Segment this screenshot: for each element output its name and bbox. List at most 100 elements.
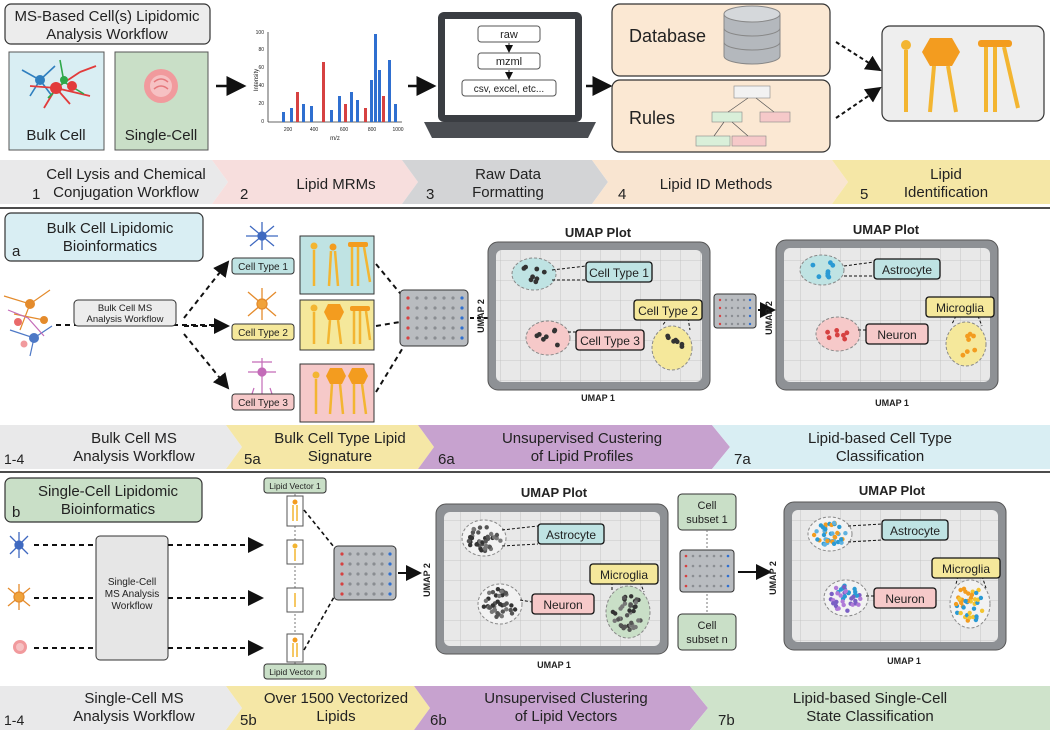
cluster-dot bbox=[842, 594, 847, 599]
spectrum-peak bbox=[322, 62, 325, 122]
step-6b-label: Unsupervised Clustering bbox=[484, 690, 647, 707]
cluster-label-cell-type-2: Cell Type 2 bbox=[638, 304, 698, 318]
rules-to-lipid-arrow bbox=[835, 86, 882, 119]
cluster-dot bbox=[845, 608, 850, 613]
cluster-dot bbox=[534, 266, 540, 272]
cluster-dot bbox=[958, 587, 963, 593]
matrix-dot bbox=[684, 564, 688, 568]
spectrum-peak bbox=[296, 92, 299, 122]
cluster-dot bbox=[958, 610, 963, 616]
svg-text:100: 100 bbox=[256, 30, 265, 36]
matrix-dot bbox=[748, 306, 752, 310]
matrix-dot bbox=[364, 592, 368, 596]
umap-ylabel-b1: UMAP 2 bbox=[422, 563, 432, 597]
cluster-dot bbox=[633, 624, 638, 630]
cluster-dot bbox=[973, 617, 979, 623]
lipid-matrix-icon bbox=[333, 545, 397, 601]
matrix-dot bbox=[451, 316, 455, 320]
cluster-dot bbox=[508, 607, 513, 613]
matrix-dot bbox=[442, 336, 446, 340]
step-5b-number: 5b bbox=[240, 712, 257, 729]
bulk-cell-label: Bulk Cell bbox=[26, 127, 85, 144]
spectrum-peak bbox=[344, 104, 347, 122]
matrix-dot bbox=[388, 572, 392, 576]
lipid-icon bbox=[312, 368, 368, 415]
matrix-dot bbox=[348, 582, 352, 586]
matrix-dot bbox=[718, 314, 722, 318]
branch-arrow-1 bbox=[183, 260, 230, 319]
result-label-astrocyte: Astrocyte bbox=[882, 263, 932, 277]
cluster-dot bbox=[489, 609, 495, 614]
astrocyte-icon bbox=[9, 532, 29, 558]
cluster-dot bbox=[624, 613, 630, 618]
cell-subsets: Cell subset 1 Cell subset n bbox=[677, 493, 737, 651]
subset-n-label: Cell bbox=[698, 620, 717, 632]
vector-merge-2 bbox=[303, 589, 339, 651]
cluster-dot bbox=[843, 588, 848, 594]
matrix-dot bbox=[340, 552, 344, 556]
cluster-dot bbox=[816, 274, 822, 280]
cluster-dot bbox=[470, 530, 476, 535]
step-2-label: Lipid MRMs bbox=[296, 176, 375, 193]
svg-text:Signature: Signature bbox=[308, 448, 372, 465]
matrix-dot bbox=[415, 296, 419, 300]
matrix-dot bbox=[364, 582, 368, 586]
svg-text:Analysis Workflow: Analysis Workflow bbox=[73, 448, 195, 465]
cluster-dot bbox=[830, 262, 836, 268]
single-cell-section: Single-Cell Lipidomic Bioinformatics b S… bbox=[4, 477, 1007, 680]
svg-text:Analysis Workflow: Analysis Workflow bbox=[73, 708, 195, 725]
matrix-dot bbox=[348, 592, 352, 596]
step-5a-label: Bulk Cell Type Lipid bbox=[274, 430, 405, 447]
matrix-dot bbox=[442, 316, 446, 320]
bulk-section: Bulk Cell Lipidomic Bioinformatics a Bul… bbox=[3, 212, 999, 423]
svg-text:200: 200 bbox=[284, 127, 293, 133]
umap-ylabel-b2: UMAP 2 bbox=[768, 561, 778, 595]
cluster-dot bbox=[818, 523, 824, 528]
matrix-dot bbox=[380, 562, 384, 566]
umap-plot-b1: Astrocyte Neuron Microglia bbox=[435, 503, 669, 655]
matrix-dot bbox=[451, 336, 455, 340]
cluster-dot bbox=[815, 537, 820, 542]
bulk-cell-panel: Bulk Cell bbox=[8, 51, 105, 151]
cluster-dot bbox=[833, 585, 839, 591]
matrix-dot bbox=[684, 554, 688, 558]
single-cell-icon bbox=[13, 640, 27, 654]
spectrum-peak bbox=[350, 92, 353, 122]
matrix-dot bbox=[380, 592, 384, 596]
umap-xlabel-a1: UMAP 1 bbox=[581, 393, 615, 403]
matrix-dot bbox=[372, 592, 376, 596]
matrix-dot bbox=[406, 336, 410, 340]
cluster-dot bbox=[468, 542, 473, 548]
matrix-dot bbox=[742, 306, 746, 310]
cluster-dot bbox=[825, 538, 830, 544]
matrix-dot bbox=[424, 336, 428, 340]
matrix-dot bbox=[406, 326, 410, 330]
cluster-dot bbox=[831, 520, 837, 526]
cluster-dot bbox=[832, 535, 838, 540]
cluster-dot bbox=[466, 538, 472, 544]
svg-text:20: 20 bbox=[258, 101, 264, 107]
svg-text:Bioinformatics: Bioinformatics bbox=[61, 501, 155, 518]
single-cell-label: Single-Cell bbox=[125, 127, 198, 144]
svg-text:Classification: Classification bbox=[836, 448, 924, 465]
cluster-dot bbox=[628, 602, 633, 607]
cluster-dot bbox=[830, 531, 835, 536]
cluster-dot bbox=[484, 543, 489, 549]
spectrum-peak bbox=[282, 112, 285, 122]
svg-text:of Lipid Profiles: of Lipid Profiles bbox=[531, 448, 634, 465]
cluster-dot bbox=[674, 339, 680, 345]
matrix-dot bbox=[356, 562, 360, 566]
step-7b-label: Lipid-based Single-Cell bbox=[793, 690, 947, 707]
bulk-input-label: Bulk Cell MS bbox=[98, 303, 152, 314]
matrix-dot bbox=[424, 326, 428, 330]
bulk-tag: a bbox=[12, 243, 21, 260]
label-neuron-b2: Neuron bbox=[885, 592, 924, 606]
lipid-matrix-icon bbox=[399, 289, 469, 347]
vector-merge-1 bbox=[303, 509, 339, 553]
laptop-icon: raw mzml csv, excel, etc... bbox=[424, 12, 596, 138]
cluster-dot bbox=[633, 600, 638, 605]
database-icon bbox=[723, 5, 781, 65]
cluster-dot bbox=[494, 614, 499, 619]
matrix-dot bbox=[748, 314, 752, 318]
cluster-dot bbox=[839, 540, 844, 545]
